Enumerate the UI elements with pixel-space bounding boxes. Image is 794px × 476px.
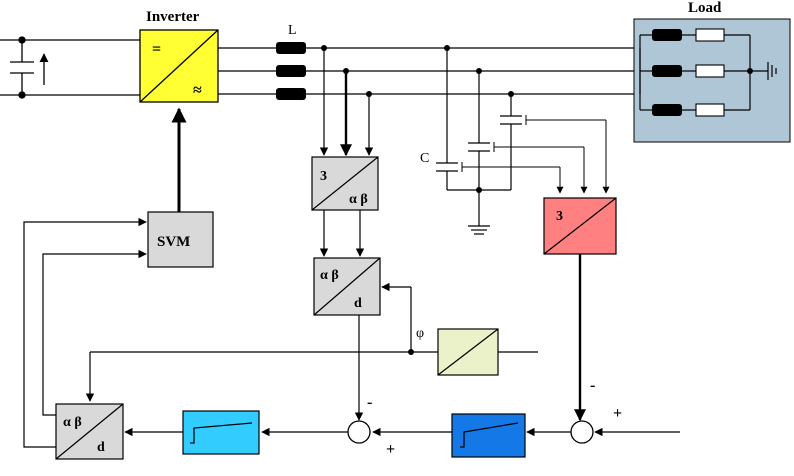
dc-source — [0, 37, 140, 98]
sum-junction-outer[interactable] — [571, 421, 593, 443]
phi-label: φ — [416, 326, 424, 341]
inverter-label: Inverter — [146, 9, 200, 25]
svm-label: SVM — [157, 234, 190, 250]
park-transform-block: α β d — [314, 258, 380, 315]
outer-controller-block[interactable] — [452, 414, 525, 457]
filter-inductors: L — [276, 23, 306, 100]
sum-junction-inner[interactable] — [348, 421, 370, 443]
clarke-transform-block: 3 α β — [312, 157, 378, 210]
inverse-park-block: α β d — [56, 404, 123, 459]
clarke-top-label: 3 — [320, 169, 327, 184]
sum1-minus-sign: - — [367, 394, 372, 411]
angle-junction — [408, 349, 414, 355]
current-sense-wires — [324, 48, 369, 155]
svm-block: SVM — [148, 212, 213, 267]
inner-controller-block[interactable] — [183, 411, 259, 454]
sum2-minus-sign: - — [590, 377, 595, 394]
clarke-bottom-label: α β — [349, 192, 368, 207]
voltage-clarke-block: 3 — [544, 198, 616, 254]
inductor-phase-a — [276, 42, 306, 54]
inverter-ac-symbol: ≈ — [193, 82, 202, 99]
voltage-clarke-label: 3 — [556, 209, 563, 224]
inv-park-bottom-label: d — [97, 440, 105, 455]
filter-capacitors — [436, 48, 522, 234]
pll-block — [438, 329, 498, 375]
inverter-dc-symbol: = — [152, 41, 161, 58]
inv-park-top-label: α β — [63, 415, 82, 430]
inductor-phase-b — [276, 65, 306, 77]
capacitor-star-node — [476, 187, 482, 193]
voltage-sense-wires — [462, 115, 606, 193]
inductor-label: L — [288, 23, 297, 38]
park-top-label: α β — [320, 268, 339, 283]
load-panel: Load — [634, 0, 790, 142]
capacitor-label: C — [420, 151, 429, 166]
inverter-block: = ≈ Inverter — [140, 9, 218, 102]
inductor-phase-c — [276, 88, 306, 100]
park-bottom-label: d — [354, 296, 362, 311]
sum1-plus-sign: + — [386, 441, 395, 458]
sum2-plus-sign: + — [613, 405, 622, 422]
load-label: Load — [688, 0, 722, 16]
